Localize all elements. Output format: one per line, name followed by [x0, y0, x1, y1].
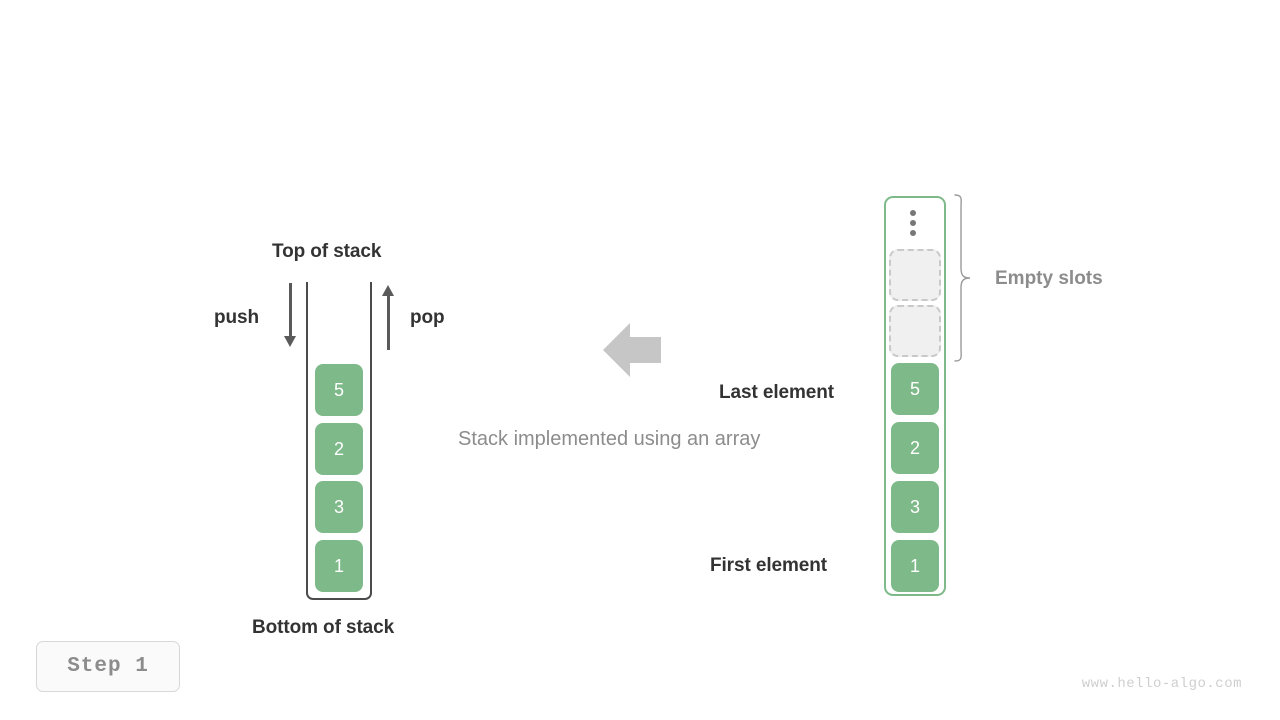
pop-arrow-shaft: [387, 296, 390, 350]
watermark: www.hello-algo.com: [1081, 676, 1242, 692]
last-element-label: Last element: [719, 382, 834, 403]
top-of-stack-label: Top of stack: [272, 241, 382, 262]
pop-arrowhead-icon: [382, 285, 394, 296]
bottom-of-stack-label: Bottom of stack: [252, 617, 395, 638]
left-arrow-icon: [603, 323, 661, 377]
step-indicator-label: Step 1: [67, 655, 149, 678]
stack-element: 5: [315, 364, 363, 416]
stack-element: 3: [315, 481, 363, 533]
diagram-caption: Stack implemented using an array: [458, 428, 761, 450]
step-indicator: Step 1: [36, 641, 180, 692]
pop-label: pop: [410, 307, 445, 328]
vertical-ellipsis-icon: [910, 210, 917, 240]
array-element: 5: [891, 363, 939, 415]
array-element: 1: [891, 540, 939, 592]
empty-slot: [889, 249, 941, 301]
empty-slot: [889, 305, 941, 357]
array-element: 3: [891, 481, 939, 533]
array-element: 2: [891, 422, 939, 474]
empty-slots-brace: [954, 194, 971, 362]
push-label: push: [214, 307, 259, 328]
stack-element: 2: [315, 423, 363, 475]
push-arrow-shaft: [289, 283, 292, 337]
first-element-label: First element: [710, 555, 827, 576]
empty-slots-label: Empty slots: [995, 268, 1103, 289]
stack-element: 1: [315, 540, 363, 592]
push-arrowhead-icon: [284, 336, 296, 347]
